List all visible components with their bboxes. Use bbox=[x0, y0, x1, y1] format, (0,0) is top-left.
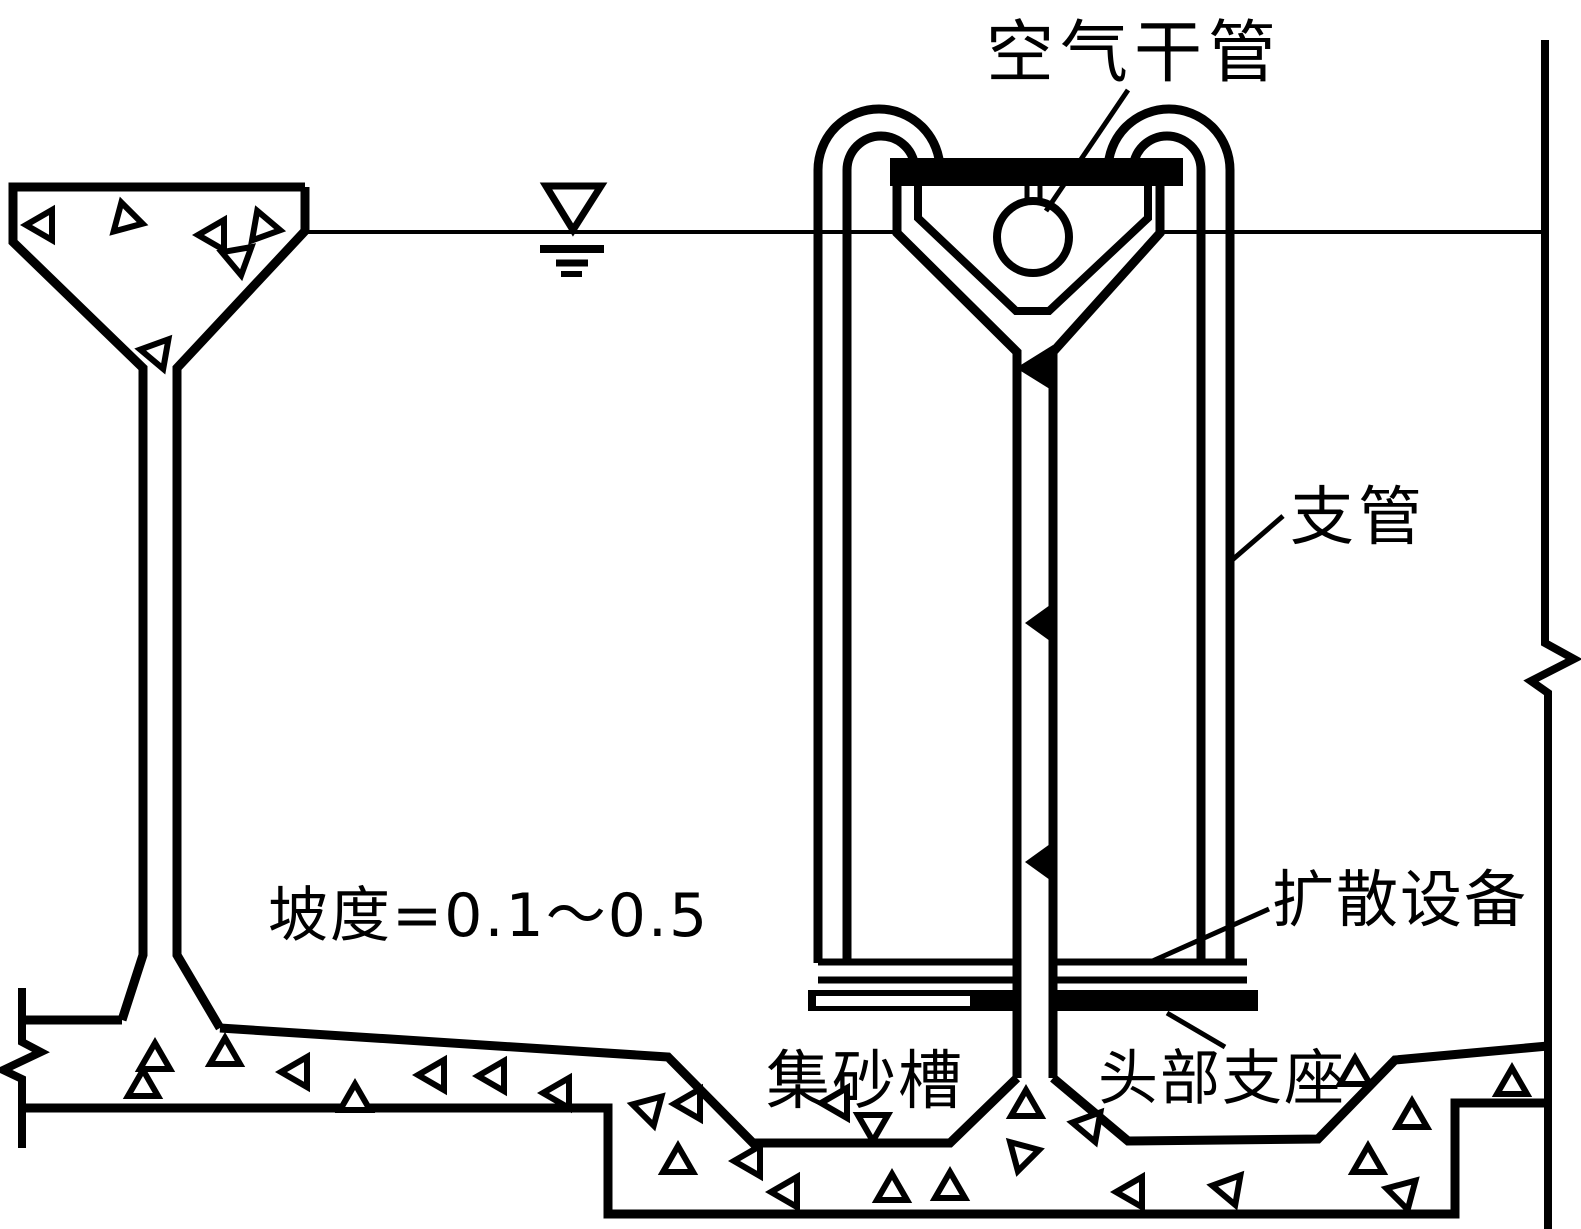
label-air-main-pipe: 空气干管 bbox=[986, 14, 1282, 93]
label-diffuser-equipment: 扩散设备 bbox=[1272, 863, 1528, 936]
funnel-inner-outline bbox=[914, 186, 1152, 315]
flow-arrowhead-top bbox=[1016, 345, 1053, 391]
flow-arrowhead-middle bbox=[1025, 605, 1050, 641]
inlet-hopper-right-outline bbox=[172, 187, 310, 1031]
left-wall-with-break bbox=[0, 988, 50, 1148]
sloped-floor-left bbox=[219, 1023, 1021, 1148]
air-main-pipe-bar bbox=[890, 158, 1183, 186]
flow-arrowhead-bottom bbox=[1025, 844, 1050, 880]
funnel-outer-right-and-downpipe bbox=[1048, 186, 1165, 1078]
water-level-icon bbox=[539, 182, 608, 277]
left-loop-inner-pipe bbox=[842, 131, 920, 963]
air-pipe-cross-section-circle bbox=[993, 197, 1073, 277]
label-head-support: 头部支座 bbox=[1098, 1044, 1346, 1114]
leader-head-support bbox=[1165, 1010, 1227, 1050]
diffuser-bar-left-hollow bbox=[816, 996, 970, 1006]
leader-branch-pipe bbox=[1229, 514, 1285, 563]
right-loop-inner-pipe bbox=[1128, 131, 1206, 963]
label-branch-pipe: 支管 bbox=[1290, 481, 1426, 555]
head-support-bar bbox=[1053, 990, 1258, 1011]
leader-air-main bbox=[1043, 88, 1131, 213]
funnel-outer-left-and-downpipe bbox=[892, 186, 1022, 1078]
right-loop-outer-pipe bbox=[1103, 104, 1235, 963]
leader-diffuser bbox=[1146, 906, 1271, 966]
label-slope-note: 坡度=0.1～0.5 bbox=[268, 881, 709, 951]
foundation-bottom-line bbox=[25, 1098, 1548, 1219]
sloped-floor-right bbox=[1050, 1041, 1549, 1146]
inlet-hopper-left-outline bbox=[8, 182, 305, 1022]
right-wall-with-break bbox=[1523, 40, 1581, 1229]
label-sand-collecting-trough: 集砂槽 bbox=[766, 1045, 964, 1119]
left-loop-outer-pipe bbox=[813, 104, 945, 963]
